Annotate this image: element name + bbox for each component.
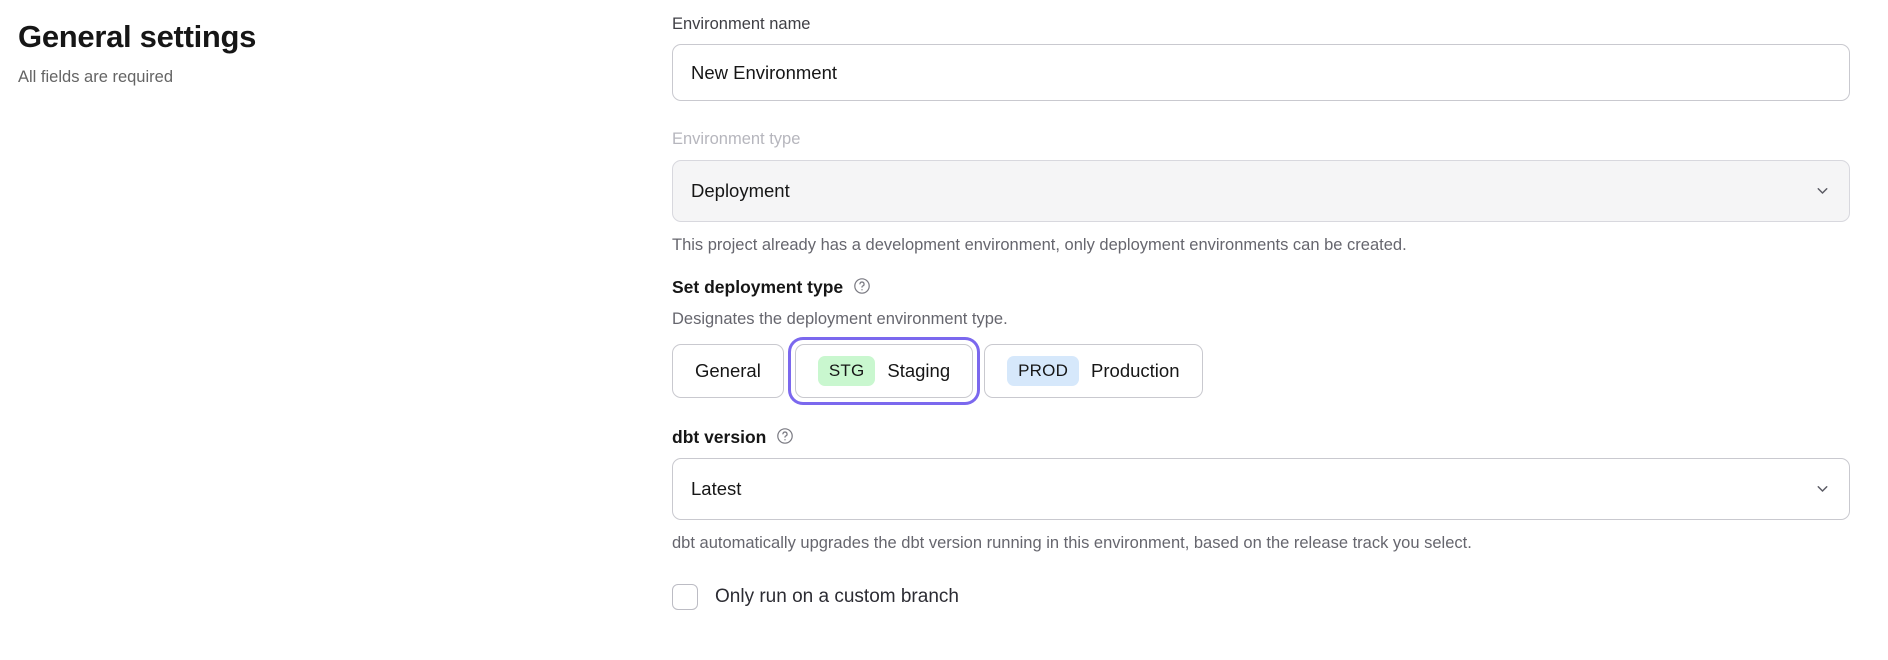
spacer: [672, 101, 1850, 129]
chevron-down-icon: [1814, 480, 1831, 497]
deployment-type-option-staging-label: Staging: [887, 360, 951, 382]
help-circle-icon[interactable]: [776, 427, 794, 445]
deployment-type-option-general[interactable]: General: [672, 344, 784, 399]
spacer: [672, 398, 1850, 426]
deployment-type-option-staging-wrap: STG Staging: [791, 340, 977, 402]
deployment-type-hint: Designates the deployment environment ty…: [672, 309, 1008, 328]
dbt-version-select[interactable]: Latest: [672, 457, 1850, 520]
dbt-version-hint: dbt automatically upgrades the dbt versi…: [672, 533, 1472, 552]
deployment-type-label-text: Set deployment type: [672, 277, 844, 298]
deployment-type-field: Set deployment type Designates the deplo…: [672, 276, 1850, 399]
deployment-type-option-production[interactable]: PROD Production: [984, 344, 1203, 399]
deployment-type-option-general-wrap: General: [672, 344, 784, 399]
dbt-version-label-text: dbt version: [672, 427, 767, 448]
environment-type-value: Deployment: [691, 179, 790, 201]
settings-form: Environment name New Environment Environ…: [672, 14, 1850, 611]
deployment-type-option-staging[interactable]: STG Staging: [794, 344, 974, 399]
environment-type-field: Environment type Deployment This project…: [672, 129, 1850, 256]
deployment-type-label: Set deployment type: [672, 276, 1850, 299]
settings-header: General settings All fields are required: [18, 18, 518, 88]
dbt-version-value: Latest: [691, 477, 742, 499]
page-subtitle: All fields are required: [18, 67, 173, 86]
environment-type-hint: This project already has a development e…: [672, 235, 1407, 254]
environment-type-select[interactable]: Deployment: [672, 159, 1850, 222]
chevron-down-icon: [1814, 182, 1831, 199]
production-badge: PROD: [1007, 356, 1080, 387]
environment-name-input[interactable]: New Environment: [672, 44, 1850, 102]
page-title: General settings: [18, 19, 257, 54]
deployment-type-options: General STG Staging PROD Production: [672, 344, 1850, 399]
deployment-type-option-production-label: Production: [1091, 360, 1180, 382]
custom-branch-label: Only run on a custom branch: [715, 586, 959, 608]
environment-name-label: Environment name: [672, 15, 811, 33]
environment-name-field: Environment name New Environment: [672, 14, 1850, 102]
dbt-version-label: dbt version: [672, 426, 1850, 449]
deployment-type-option-production-wrap: PROD Production: [984, 344, 1203, 399]
deployment-type-option-general-label: General: [695, 360, 761, 382]
dbt-version-field: dbt version Latest dbt automatica: [672, 426, 1850, 554]
staging-badge: STG: [817, 356, 876, 387]
spacer: [672, 256, 1850, 276]
custom-branch-checkbox[interactable]: [672, 584, 698, 611]
custom-branch-row[interactable]: Only run on a custom branch: [672, 584, 1850, 611]
help-circle-icon[interactable]: [853, 277, 871, 295]
environment-type-label: Environment type: [672, 130, 801, 149]
